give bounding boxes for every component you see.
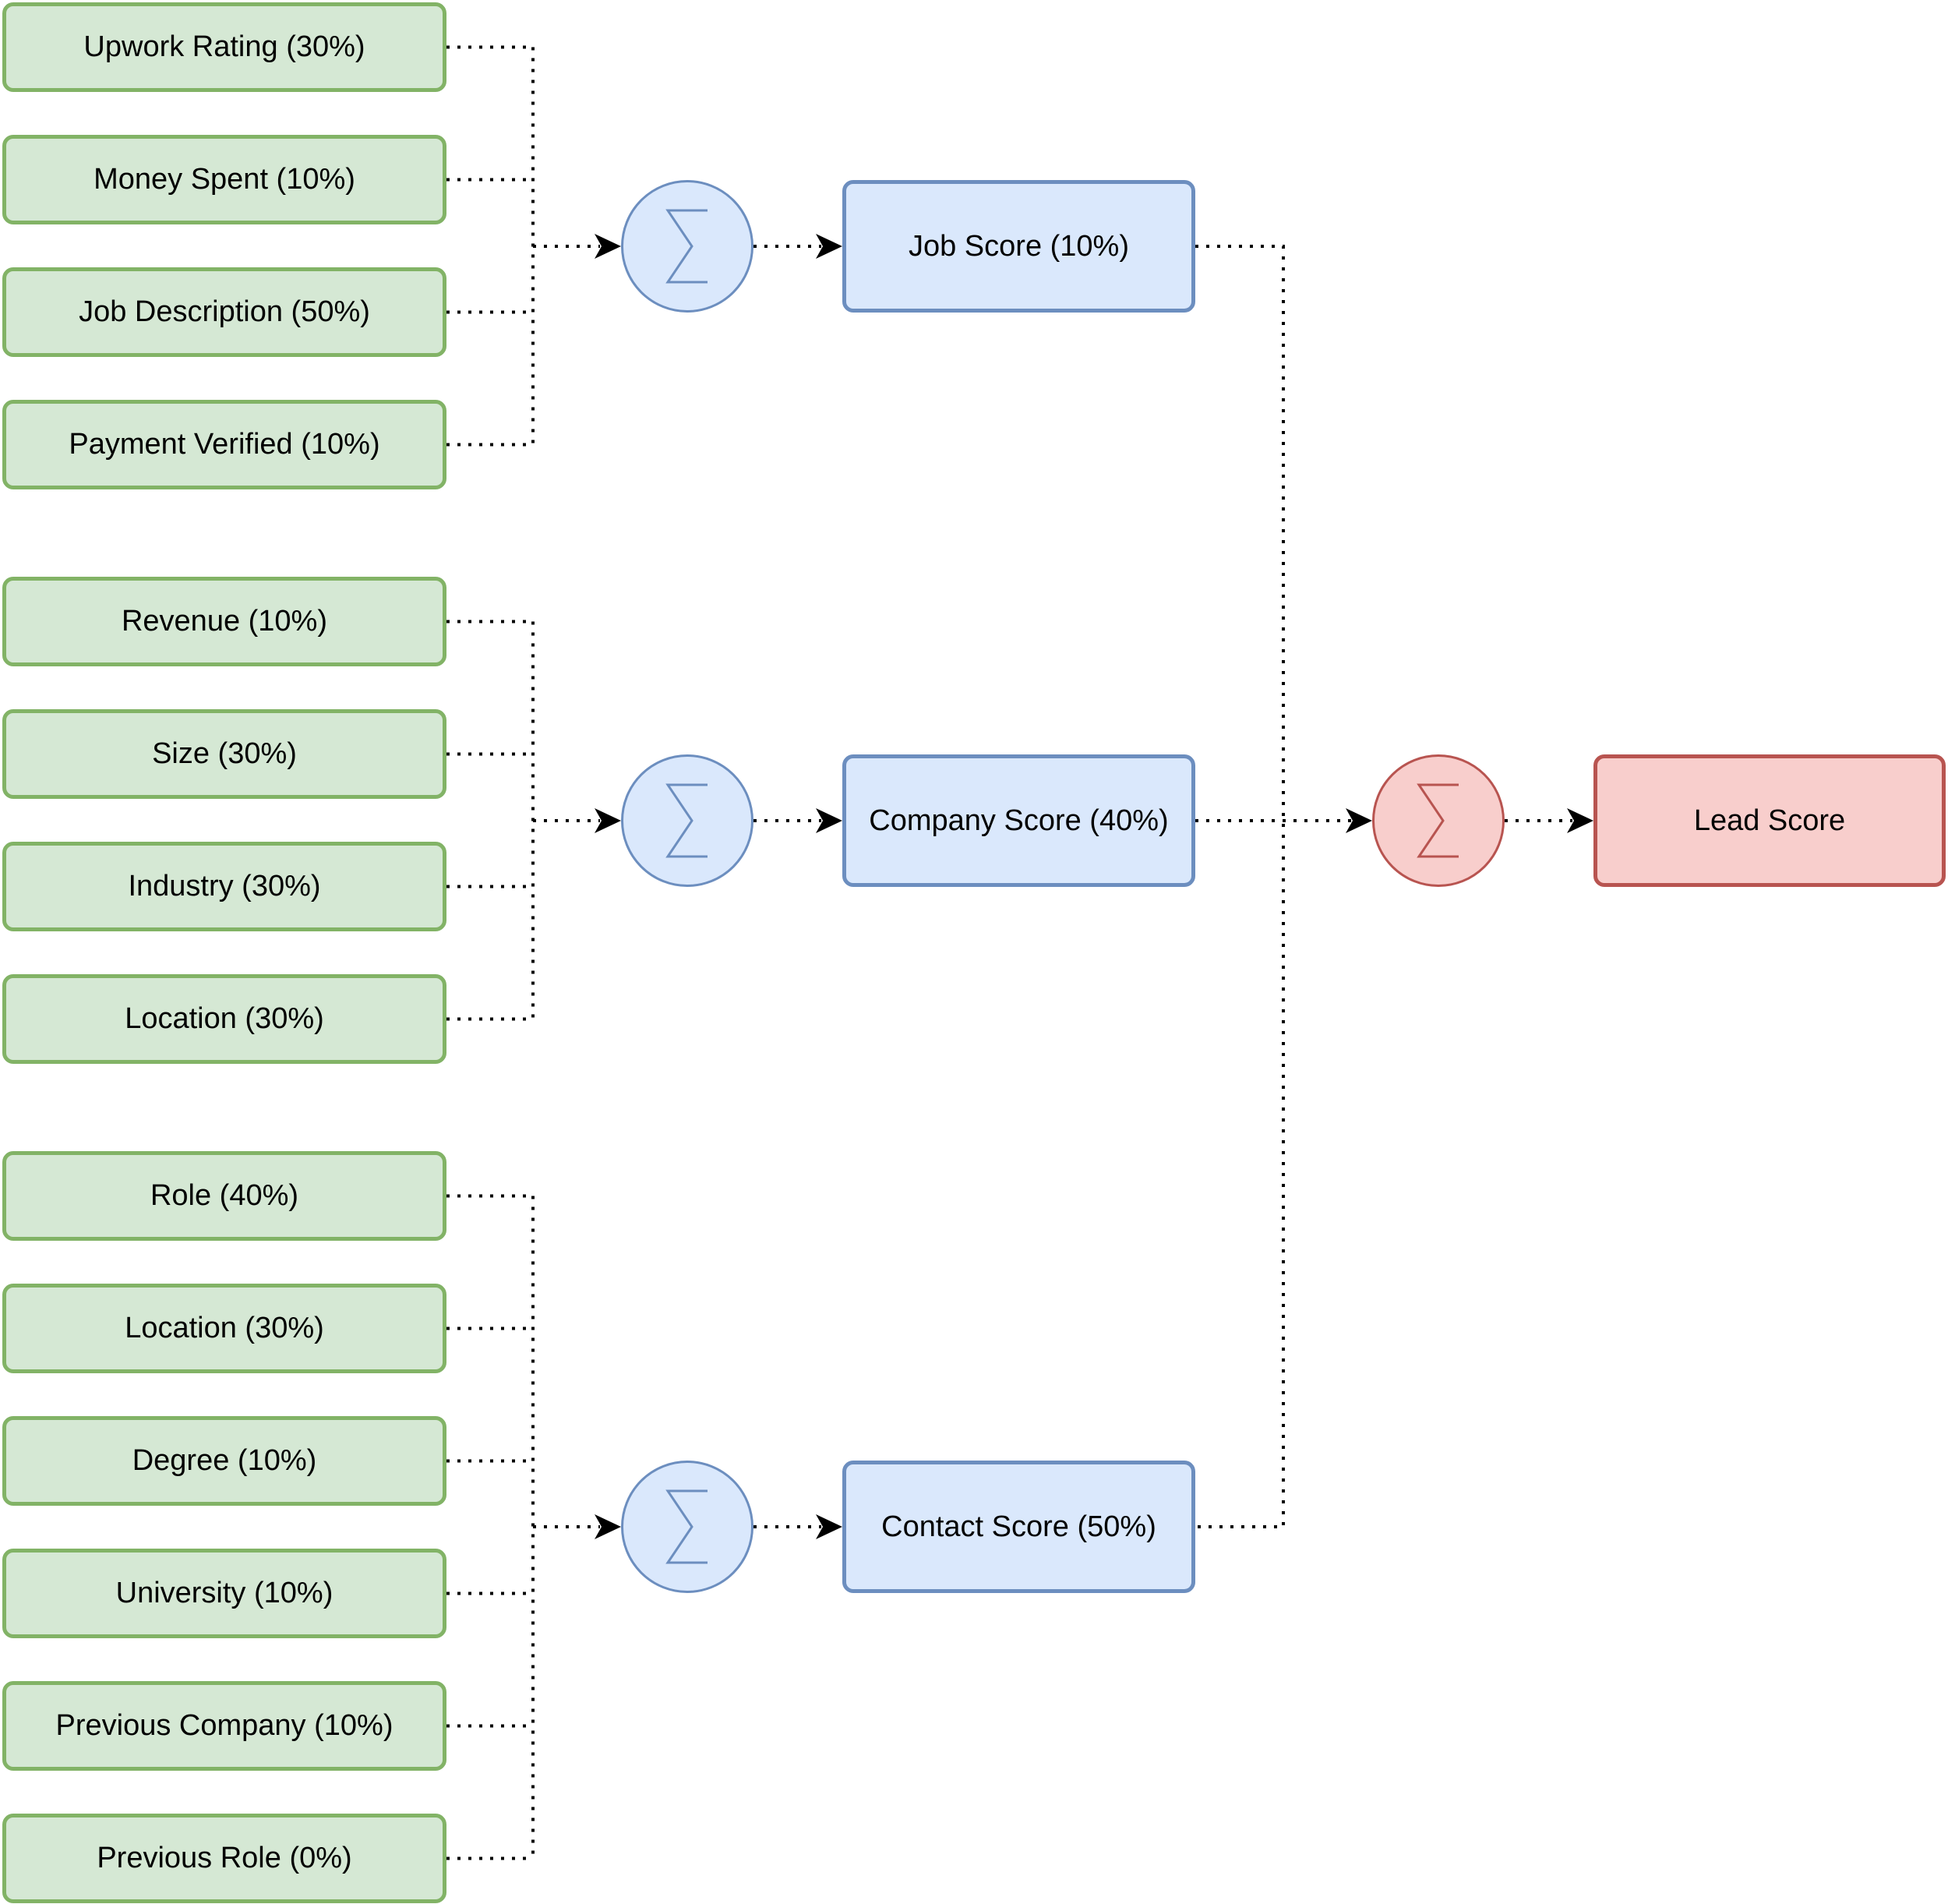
- factor-size: Size (30%): [2, 709, 446, 799]
- arrowhead-icon: [595, 1514, 621, 1539]
- factor-revenue: Revenue (10%): [2, 577, 446, 666]
- factor-degree: Degree (10%): [2, 1416, 446, 1506]
- job-score-node: Job Score (10%): [842, 180, 1195, 313]
- company-sum-node: [621, 754, 753, 887]
- company-score-node: Company Score (40%): [842, 754, 1195, 887]
- lead-sum-node: [1372, 754, 1505, 887]
- arrowhead-icon: [595, 234, 621, 259]
- sigma-icon: [665, 209, 708, 284]
- factor-company-location: Location (30%): [2, 974, 446, 1064]
- arrowhead-icon: [1567, 808, 1593, 833]
- factor-previous-company: Previous Company (10%): [2, 1681, 446, 1771]
- sigma-icon: [1417, 783, 1459, 858]
- factor-role: Role (40%): [2, 1151, 446, 1241]
- factor-money-spent: Money Spent (10%): [2, 135, 446, 224]
- lead-score-node: Lead Score: [1593, 754, 1946, 887]
- sigma-icon: [665, 783, 708, 858]
- factor-university: University (10%): [2, 1549, 446, 1638]
- factor-upwork-rating: Upwork Rating (30%): [2, 2, 446, 92]
- sigma-icon: [665, 1489, 708, 1564]
- arrowhead-icon: [595, 808, 621, 833]
- factor-payment-verified: Payment Verified (10%): [2, 400, 446, 489]
- arrowhead-icon: [1346, 808, 1372, 833]
- factor-industry: Industry (30%): [2, 842, 446, 931]
- factor-job-description: Job Description (50%): [2, 267, 446, 357]
- job-sum-node: [621, 180, 753, 313]
- arrowhead-icon: [816, 808, 842, 833]
- contact-score-node: Contact Score (50%): [842, 1461, 1195, 1593]
- arrowhead-icon: [816, 234, 842, 259]
- score-bus-line: [1195, 245, 1285, 1528]
- contact-sum-node: [621, 1461, 753, 1593]
- factor-contact-location: Location (30%): [2, 1284, 446, 1373]
- arrowhead-icon: [816, 1514, 842, 1539]
- factor-previous-role: Previous Role (0%): [2, 1814, 446, 1903]
